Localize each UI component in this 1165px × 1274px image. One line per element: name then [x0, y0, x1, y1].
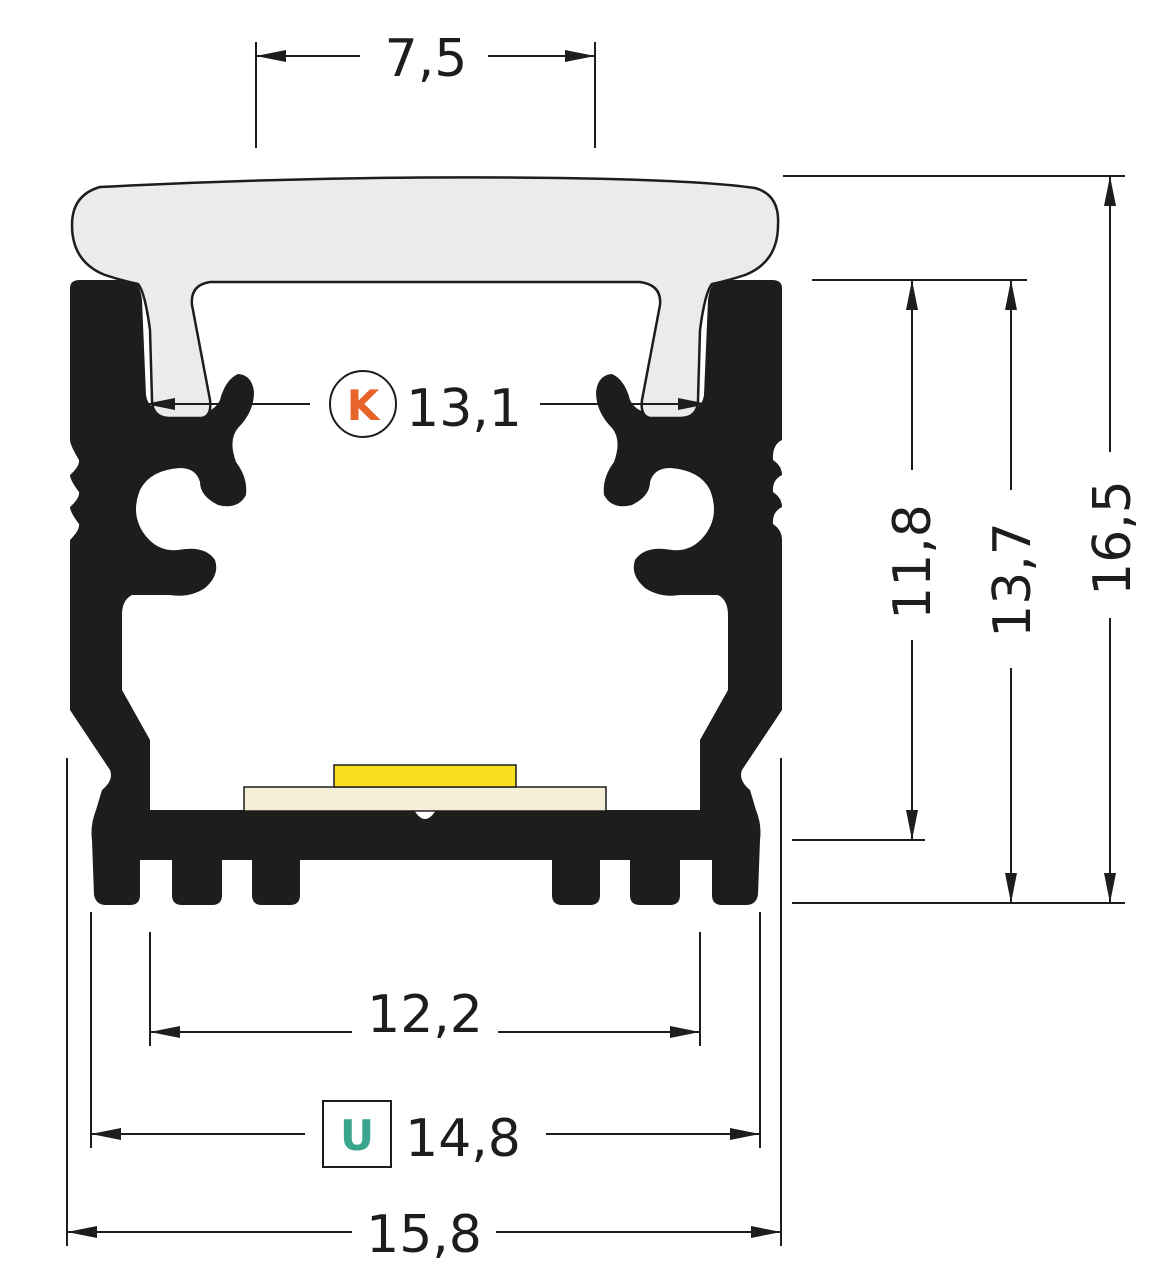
k-badge-letter: K	[347, 381, 381, 430]
dimension-inner-width-k: K 13,1	[145, 370, 708, 439]
dim-label-overall-width: 15,8	[366, 1205, 482, 1265]
k-badge	[329, 370, 397, 438]
dim-label-inner-floor: 12,2	[367, 985, 483, 1045]
dim-label-outer-width-u: 14,8	[405, 1109, 521, 1169]
profile-body	[70, 280, 782, 905]
dim-label-depth-profile: 13,7	[983, 522, 1043, 638]
dimension-top-opening: 7,5	[255, 29, 596, 148]
u-badge-letter: U	[340, 1111, 374, 1160]
dim-label-inner-width-k: 13,1	[406, 379, 522, 439]
dimension-bottom: 12,2 U 14,8 15,8	[66, 758, 782, 1265]
dim-label-depth-inner: 11,8	[883, 504, 943, 620]
dim-label-top-opening: 7,5	[385, 29, 468, 89]
u-badge	[322, 1100, 392, 1168]
led-chip	[333, 764, 517, 788]
profile-notch	[414, 810, 436, 819]
dim-label-depth-total: 16,5	[1083, 480, 1143, 596]
led-pcb	[243, 786, 607, 812]
diffuser-cover	[70, 176, 780, 420]
dimension-depths: 11,8 13,7 16,5	[783, 175, 1143, 904]
